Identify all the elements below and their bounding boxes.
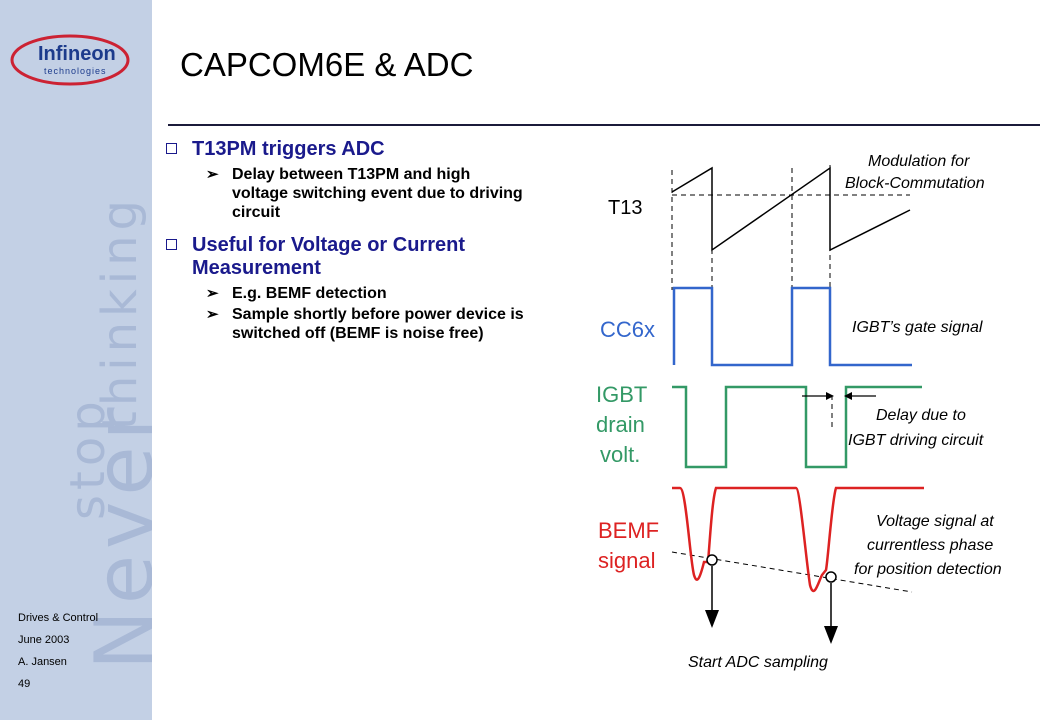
sub-bullet-item: ➢ Delay between T13PM and high voltage s… [164,165,524,222]
bullet-list: T13PM triggers ADC ➢ Delay between T13PM… [164,138,524,355]
bullet-item: T13PM triggers ADC [164,138,524,161]
igbt-drain-waveform [672,385,922,469]
label-bemf-line2: signal [598,548,655,573]
footer-author: A. Jansen [18,656,67,668]
tagline-never: Never [78,401,152,670]
logo-text: Infineon [38,43,116,65]
bullet-text: Useful for Voltage or Current Measuremen… [192,234,465,279]
checkbox-bullet-icon [166,143,177,154]
timing-diagram: T13 CC6x IGBT drain volt. BEMF signal Mo… [596,153,1002,671]
arrow-down-icon [824,626,838,644]
cc6x-waveform [672,286,912,367]
sampling-point-marker [825,571,837,583]
sub-bullet-item: ➢ Sample shortly before power device is … [164,305,524,343]
annotation-voltage-line1: Voltage signal at [876,513,994,530]
label-igbt-line1: IGBT [596,382,647,407]
arrow-left-icon [844,392,852,400]
footer-date: June 2003 [18,634,70,646]
arrow-down-icon [705,610,719,628]
arrow-bullet-icon: ➢ [206,166,219,183]
page-title: CAPCOM6E & ADC [180,46,474,83]
label-igbt-line2: drain [596,412,645,437]
sidebar: Never thinking stop Infineon technologie… [0,0,152,720]
sub-bullet-item: ➢ E.g. BEMF detection [164,284,524,303]
annotation-gate-signal: IGBT’s gate signal [852,319,983,336]
annotation-delay-line2: IGBT driving circuit [848,432,984,449]
title-divider [168,124,1040,126]
infineon-logo: Infineon technologies [10,34,130,86]
annotation-voltage-line3: for position detection [854,561,1002,578]
sampling-point-marker [706,554,718,566]
bemf-waveform [672,486,924,593]
t13-waveform [671,166,911,252]
sub-bullet-text: Delay between T13PM and high voltage swi… [232,166,523,221]
tagline-thinking: thinking [92,195,148,430]
annotation-delay-line1: Delay due to [876,407,966,424]
checkbox-bullet-icon [166,239,177,250]
annotation-start-adc: Start ADC sampling [688,654,828,671]
footer-department: Drives & Control [18,612,99,624]
bullet-group: Useful for Voltage or Current Measuremen… [164,234,524,343]
annotation-modulation-line2: Block-Commutation [845,175,985,192]
footer-page-number: 49 [18,678,31,690]
arrow-right-icon [826,392,834,400]
bullet-group: T13PM triggers ADC ➢ Delay between T13PM… [164,138,524,222]
tagline-stop: stop [60,396,116,520]
bullet-text: T13PM triggers ADC [192,138,385,160]
annotation-voltage-line2: currentless phase [867,537,993,554]
sub-bullet-text: E.g. BEMF detection [232,285,387,302]
tagline-watermark: Never thinking stop [60,195,152,670]
logo-subtext: technologies [44,66,107,76]
annotation-modulation-line1: Modulation for [868,153,970,170]
label-bemf-line1: BEMF [598,518,659,543]
sub-bullet-text: Sample shortly before power device is sw… [232,306,524,342]
label-t13: T13 [608,197,642,219]
arrow-bullet-icon: ➢ [206,306,219,323]
bullet-item: Useful for Voltage or Current Measuremen… [164,234,524,280]
arrow-bullet-icon: ➢ [206,285,219,302]
label-igbt-line3: volt. [600,442,640,467]
label-cc6x: CC6x [600,317,655,342]
